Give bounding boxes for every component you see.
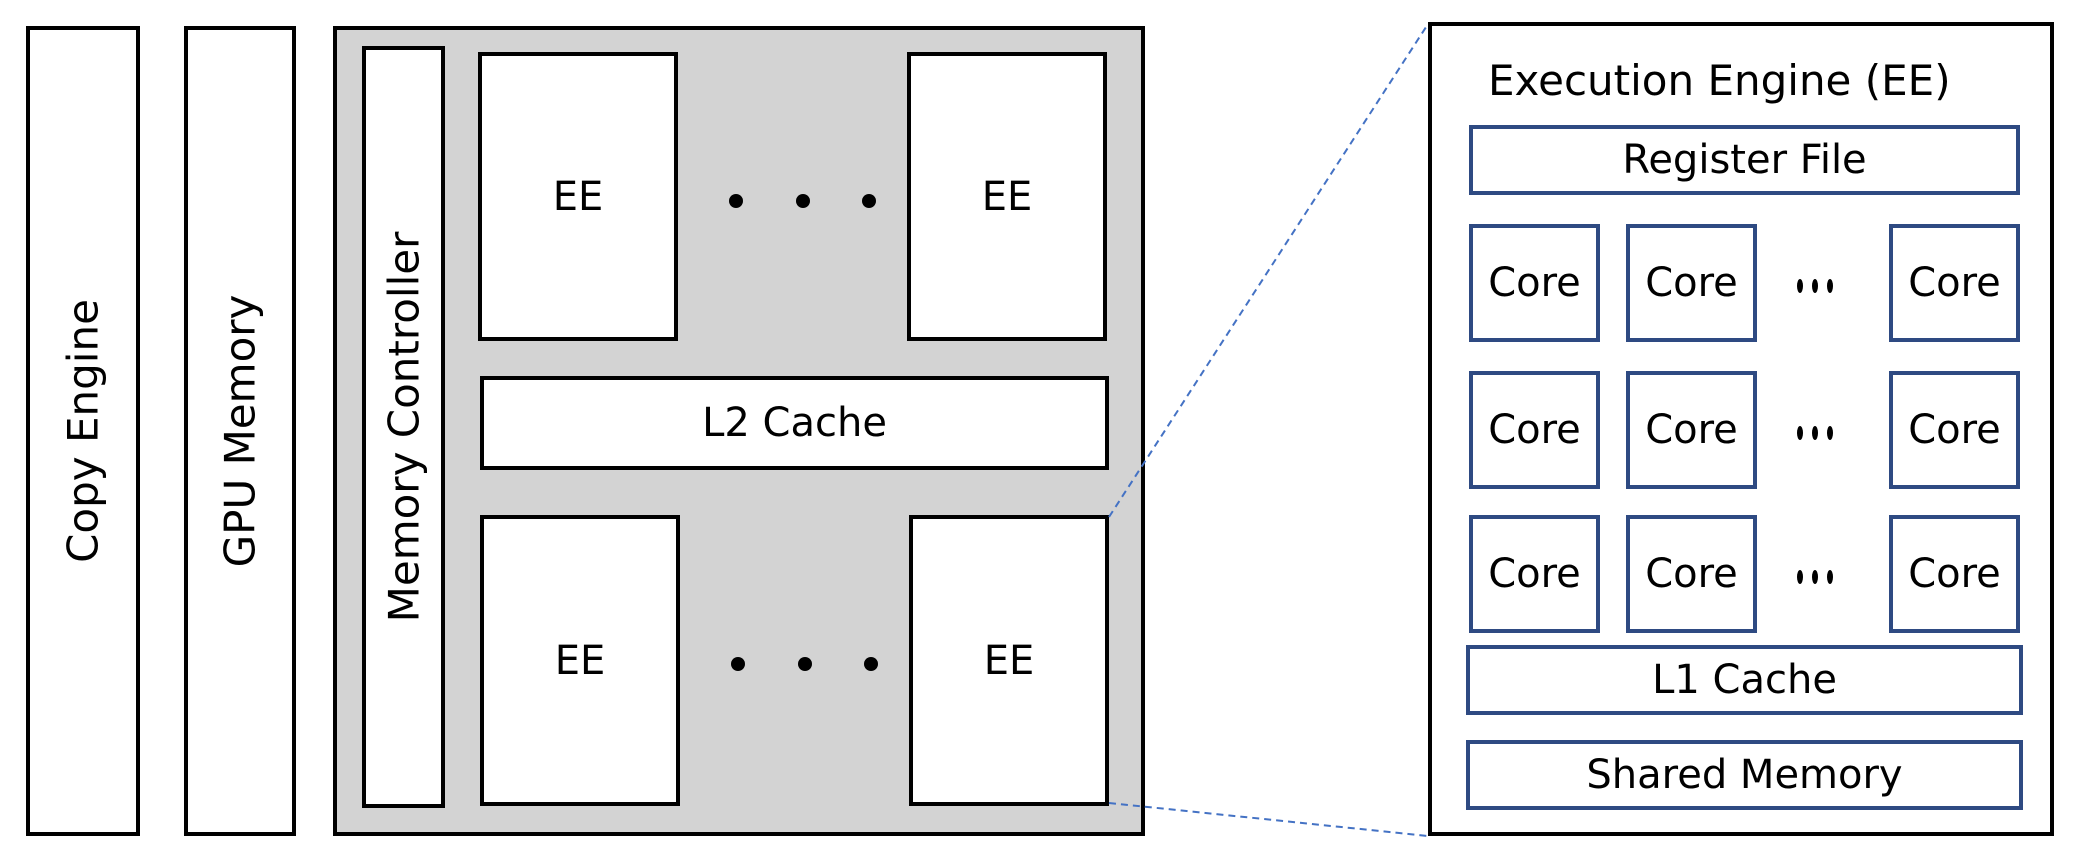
core-label: Core bbox=[1488, 407, 1581, 453]
ellipsis-dot bbox=[1812, 426, 1818, 440]
connector-top-line bbox=[1108, 23, 1429, 518]
ellipsis-dot bbox=[731, 657, 745, 671]
core-label: Core bbox=[1488, 260, 1581, 306]
l1-cache-label: L1 Cache bbox=[1652, 657, 1837, 703]
shared-memory-label: Shared Memory bbox=[1586, 752, 1903, 798]
ellipsis-dot bbox=[864, 657, 878, 671]
ellipsis-dot bbox=[729, 194, 743, 208]
core-label: Core bbox=[1908, 407, 2001, 453]
ellipsis-dot bbox=[1827, 570, 1833, 584]
ee-bottom-left: EE bbox=[480, 515, 680, 806]
core-block: Core bbox=[1889, 515, 2020, 633]
core-label: Core bbox=[1908, 551, 2001, 597]
core-block: Core bbox=[1626, 224, 1757, 342]
core-label: Core bbox=[1645, 260, 1738, 306]
gpu-memory-label: GPU Memory bbox=[215, 294, 265, 568]
ellipsis-dot bbox=[795, 194, 810, 208]
ellipsis-dot bbox=[1827, 426, 1833, 440]
ee-top-right-label: EE bbox=[981, 173, 1033, 220]
core-block: Core bbox=[1626, 371, 1757, 489]
core-row-ellipsis bbox=[1797, 426, 1833, 440]
core-label: Core bbox=[1645, 407, 1738, 453]
core-block: Core bbox=[1626, 515, 1757, 633]
ellipsis-dot bbox=[797, 657, 812, 671]
shared-memory-block: Shared Memory bbox=[1466, 740, 2023, 810]
ee-bottom-ellipsis bbox=[731, 657, 878, 671]
ee-top-left-label: EE bbox=[552, 173, 604, 220]
core-label: Core bbox=[1908, 260, 2001, 306]
memory-controller-label: Memory Controller bbox=[379, 231, 428, 623]
ellipsis-dot bbox=[1797, 279, 1803, 293]
l1-cache-block: L1 Cache bbox=[1466, 645, 2023, 715]
ellipsis-dot bbox=[862, 194, 876, 208]
register-file-block: Register File bbox=[1469, 125, 2020, 195]
ellipsis-dot bbox=[1812, 279, 1818, 293]
core-block: Core bbox=[1469, 371, 1600, 489]
core-row-ellipsis bbox=[1797, 570, 1833, 584]
gpu-memory-block: GPU Memory bbox=[184, 26, 296, 836]
core-block: Core bbox=[1889, 224, 2020, 342]
register-file-label: Register File bbox=[1622, 137, 1867, 183]
ellipsis-dot bbox=[1827, 279, 1833, 293]
core-block: Core bbox=[1469, 224, 1600, 342]
core-label: Core bbox=[1645, 551, 1738, 597]
ee-top-left: EE bbox=[478, 52, 678, 341]
ee-bottom-right: EE bbox=[909, 515, 1109, 806]
copy-engine-label: Copy Engine bbox=[58, 299, 108, 563]
ellipsis-dot bbox=[1797, 426, 1803, 440]
core-block: Core bbox=[1469, 515, 1600, 633]
ee-top-right: EE bbox=[907, 52, 1107, 341]
memory-controller-block: Memory Controller bbox=[362, 46, 445, 808]
l2-cache-block: L2 Cache bbox=[480, 376, 1109, 470]
l2-cache-label: L2 Cache bbox=[702, 400, 887, 446]
copy-engine-block: Copy Engine bbox=[26, 26, 140, 836]
core-block: Core bbox=[1889, 371, 2020, 489]
core-row-ellipsis bbox=[1797, 279, 1833, 293]
core-label: Core bbox=[1488, 551, 1581, 597]
ellipsis-dot bbox=[1797, 570, 1803, 584]
ee-detail-title: Execution Engine (EE) bbox=[1488, 55, 1951, 105]
ee-top-ellipsis bbox=[729, 194, 876, 208]
ellipsis-dot bbox=[1812, 570, 1818, 584]
ee-bottom-right-label: EE bbox=[983, 637, 1035, 684]
ee-bottom-left-label: EE bbox=[554, 637, 606, 684]
connector-bottom-line bbox=[1108, 802, 1429, 837]
